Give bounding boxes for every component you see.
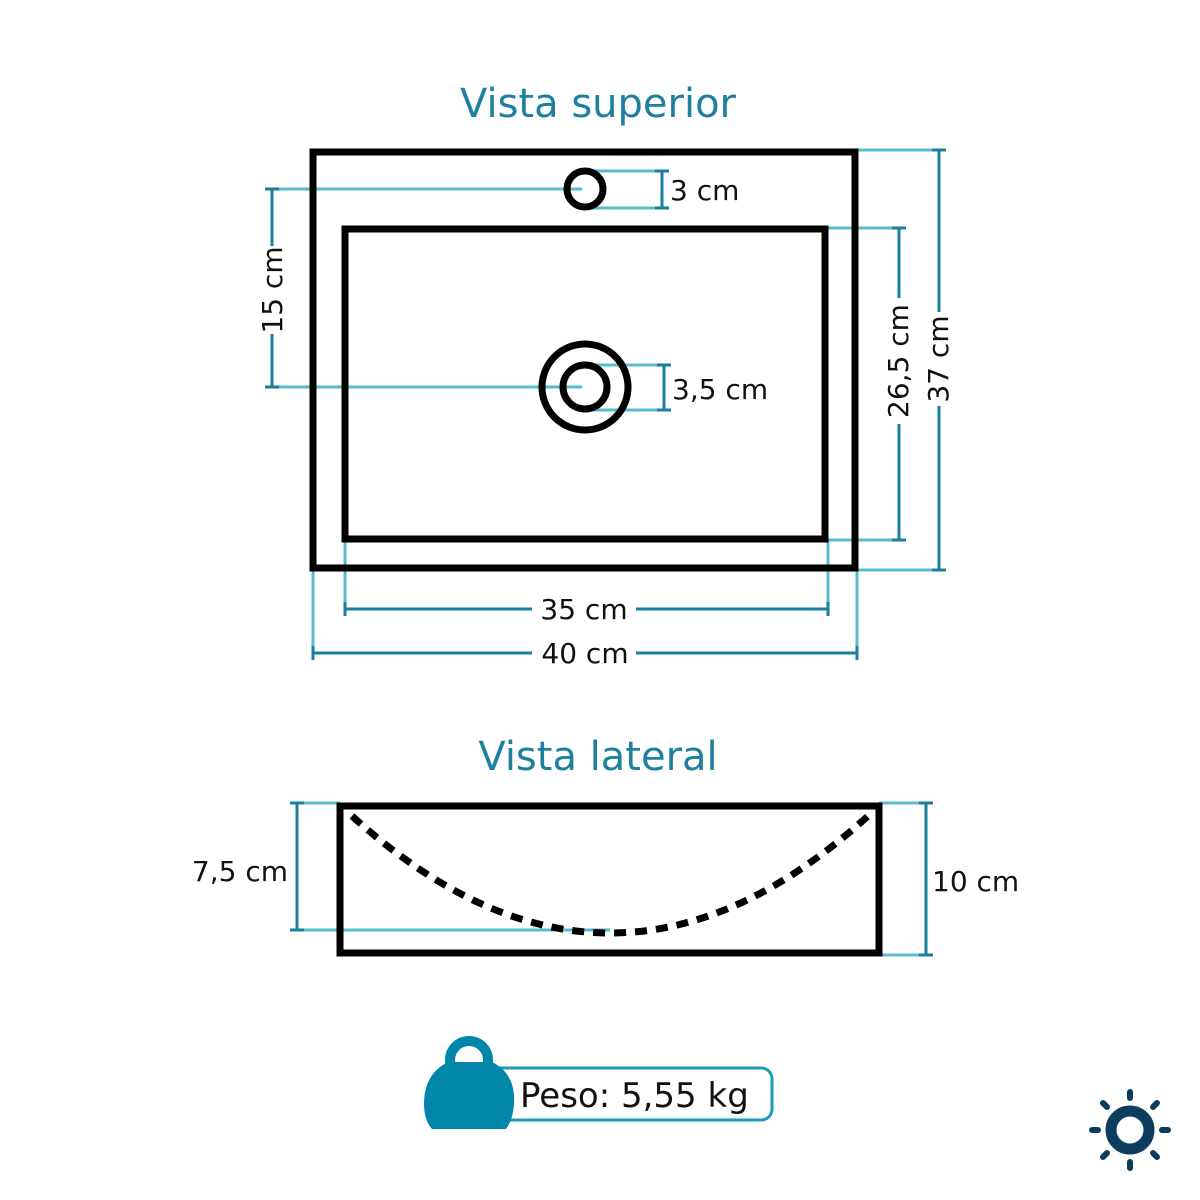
side-view-title: Vista lateral — [478, 734, 717, 780]
dim-hole-offset: 15 cm — [256, 187, 289, 389]
label-total-height: 10 cm — [932, 865, 1019, 898]
drain-hole — [559, 361, 611, 413]
drain-outer-ring — [538, 340, 632, 434]
side-body — [336, 802, 883, 957]
dim-drain: 3,5 cm — [657, 363, 768, 412]
label-outer-width: 40 cm — [541, 637, 628, 670]
weight-icon — [424, 1036, 515, 1129]
label-hole-offset: 15 cm — [256, 246, 289, 333]
dim-inner-depth: 26,5 cm — [882, 226, 915, 542]
dim-total-height: 10 cm — [919, 801, 1019, 957]
label-basin-depth: 7,5 cm — [192, 855, 288, 888]
weight-label: Peso: 5,55 kg — [520, 1076, 749, 1116]
outer-rim — [309, 148, 859, 572]
dim-faucet-hole: 3 cm — [655, 169, 739, 210]
label-drain: 3,5 cm — [672, 373, 768, 406]
dim-outer-width: 40 cm — [311, 637, 859, 670]
label-outer-depth: 37 cm — [922, 315, 955, 402]
top-view-outline — [309, 148, 859, 572]
label-inner-depth: 26,5 cm — [882, 304, 915, 418]
label-faucet-hole: 3 cm — [670, 174, 739, 207]
weight-badge: Peso: 5,55 kg — [424, 1036, 774, 1129]
inner-basin — [341, 225, 829, 543]
label-inner-width: 35 cm — [540, 593, 627, 626]
dim-outer-depth: 37 cm — [922, 148, 955, 572]
top-view-title: Vista superior — [460, 81, 737, 127]
basin-curve — [349, 813, 871, 937]
side-view-outline — [336, 802, 883, 957]
dim-inner-width: 35 cm — [343, 593, 830, 626]
side-view-extension-lines — [292, 801, 932, 957]
dim-basin-depth: 7,5 cm — [192, 801, 304, 932]
sun-icon — [1089, 1089, 1171, 1171]
faucet-hole — [563, 167, 607, 211]
